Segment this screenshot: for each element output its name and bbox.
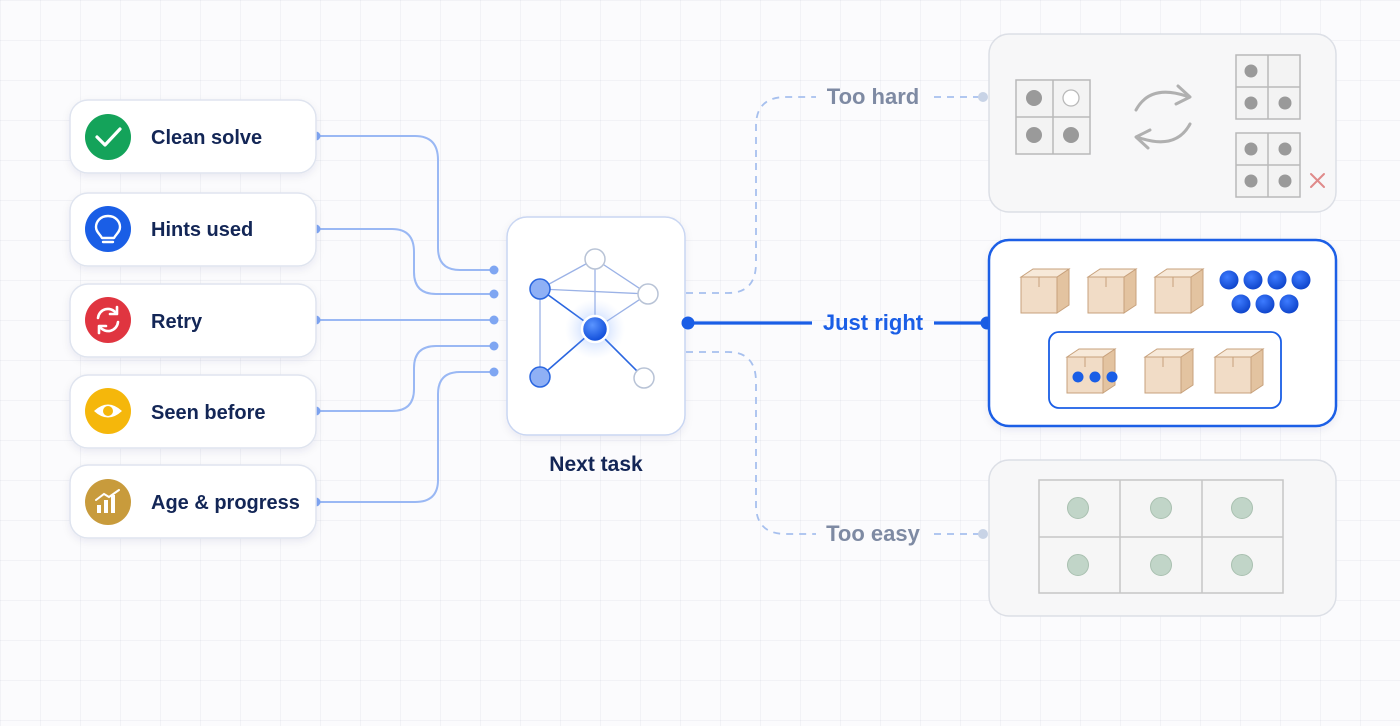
rotate-arrows-icon: [1134, 84, 1192, 150]
signal-label-seen-before: Seen before: [151, 402, 265, 424]
cross-icon: [1310, 173, 1325, 188]
branch-label-just-right: Just right: [823, 310, 924, 335]
connector-too-easy: [686, 351, 816, 535]
signal-label-retry: Retry: [151, 311, 203, 333]
signal-card-seen-before: Seen before: [69, 374, 317, 449]
branch-label-too-easy: Too easy: [826, 521, 921, 546]
grid-puzzle-small-top: [1235, 54, 1301, 120]
signal-card-clean-solve: Clean solve: [69, 99, 317, 174]
chart-icon: [85, 479, 131, 525]
box-icon: [1214, 348, 1264, 394]
inner-task-card: [1048, 331, 1282, 409]
connector-clean-solve: [316, 135, 494, 271]
branch-connectors: [686, 96, 987, 535]
signal-label-age-progress: Age & progress: [151, 492, 300, 514]
panel-just-right: [987, 238, 1338, 428]
branch-label-too-hard: Too hard: [827, 84, 919, 109]
signal-card-hints-used: Hints used: [69, 192, 317, 267]
box-icon: [1154, 268, 1204, 314]
next-task-label: Next task: [549, 453, 643, 476]
grid-puzzle-small-bottom: [1235, 132, 1301, 198]
lightbulb-icon: [85, 206, 131, 252]
box-icon: [1020, 268, 1070, 314]
box-icon: [1087, 268, 1137, 314]
connector-too-hard: [686, 96, 816, 294]
signal-connectors: [316, 135, 494, 503]
counter-dots: [1219, 270, 1311, 314]
connector-hints-used: [316, 228, 494, 295]
signal-card-retry: Retry: [69, 283, 317, 358]
connector-dots: [311, 131, 499, 507]
box-icon: [1144, 348, 1194, 394]
connector-seen-before: [316, 345, 494, 412]
signal-card-age-progress: Age & progress: [69, 464, 317, 539]
branch-dots: [681, 92, 994, 539]
signal-label-clean-solve: Clean solve: [151, 127, 262, 149]
network-icon: [529, 248, 659, 389]
panel-too-easy: [988, 459, 1337, 617]
grid-puzzle-large: [1015, 79, 1091, 155]
box-icon: [1066, 348, 1116, 394]
next-task-node: [506, 216, 686, 436]
panel-too-hard: [988, 33, 1337, 213]
check-icon: [85, 114, 131, 160]
retry-icon: [85, 297, 131, 343]
eye-icon: [85, 388, 131, 434]
signal-label-hints-used: Hints used: [151, 219, 253, 241]
easy-grid: [1038, 479, 1284, 594]
connector-age-progress: [316, 371, 494, 503]
